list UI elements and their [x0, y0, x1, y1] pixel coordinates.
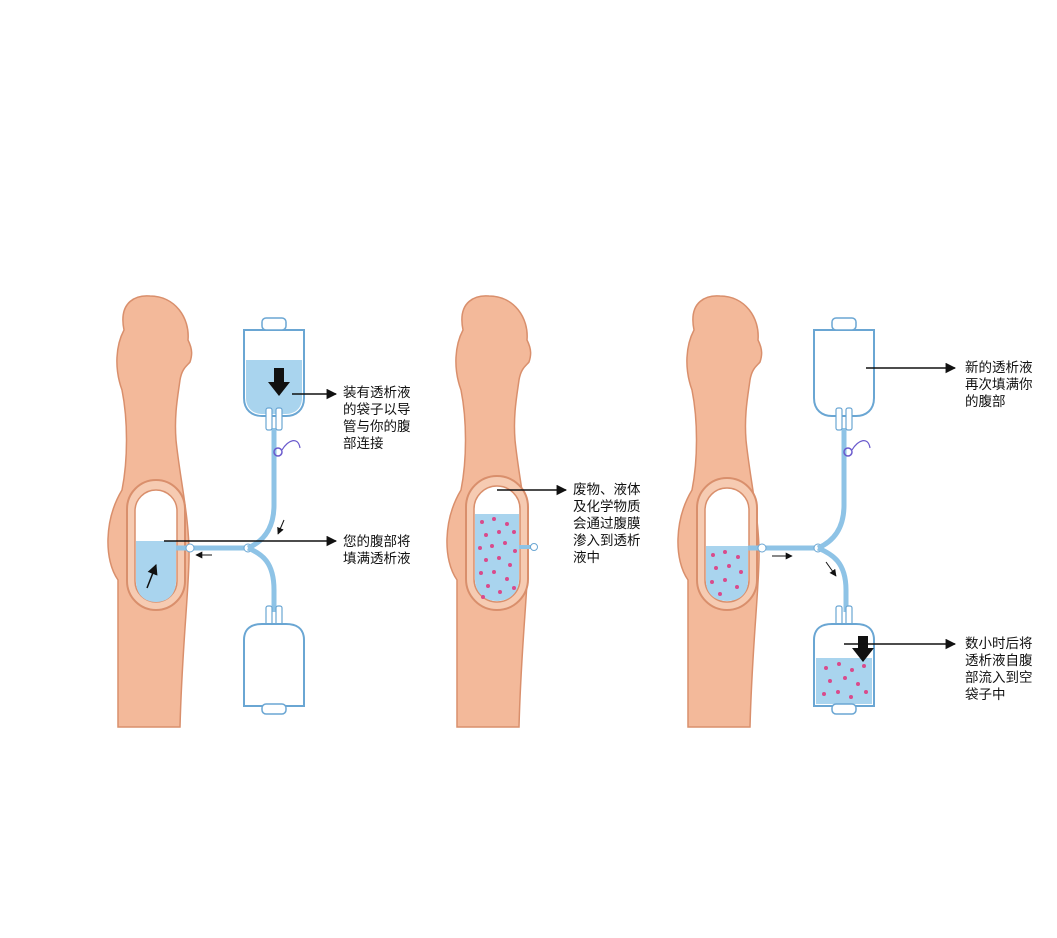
drain-bag-filling: [813, 605, 875, 715]
dialysis-bag-full: [243, 317, 305, 431]
label-refill: 新的透析液 再次填满你 的腹部: [965, 360, 1033, 410]
label-bag-connection: 装有透析液 的袋子以导 管与你的腹 部连接: [343, 385, 411, 452]
panel-2: [446, 295, 568, 728]
panel-3: [677, 295, 957, 728]
dialysis-bag-empty: [243, 605, 305, 715]
abdomen-fluid-1: [136, 541, 176, 602]
waste-particles-abdomen: [478, 517, 517, 599]
label-abdomen-fill: 您的腹部将 填满透析液: [343, 534, 411, 567]
panel-1: [107, 295, 338, 728]
label-waste-exchange: 废物、液体 及化学物质 会通过腹膜 渗入到透析 液中: [573, 482, 641, 566]
label-drain: 数小时后将 透析液自腹 部流入到空 袋子中: [965, 636, 1033, 703]
dialysis-bag-used-top: [813, 317, 875, 431]
